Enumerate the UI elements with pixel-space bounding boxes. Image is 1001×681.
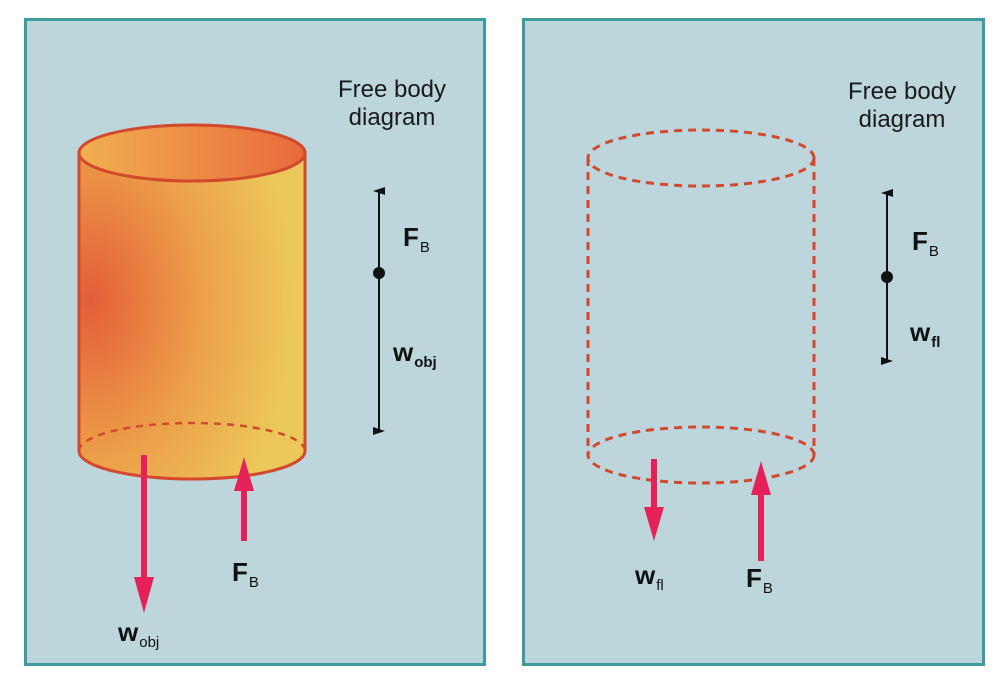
- force-symbol: w: [393, 337, 414, 367]
- buoyant-force-label: FB: [232, 557, 259, 590]
- fbd-title-line1: Free body: [847, 78, 957, 105]
- force-subscript: fl: [931, 334, 941, 351]
- force-symbol: w: [910, 317, 931, 347]
- fbd-title-line2: diagram: [858, 106, 946, 133]
- cylinder-body: [77, 151, 307, 481]
- fluid-weight-arrow: [644, 507, 664, 541]
- panel-solid-object: Free body diagram FB wobj FB wobj: [24, 18, 486, 666]
- fbd-force-down-label: wobj: [393, 337, 437, 370]
- buoyant-force-arrow: [234, 457, 254, 491]
- displaced-fluid-diagram: [586, 128, 893, 561]
- force-symbol: F: [912, 226, 928, 256]
- fbd-title-line2: diagram: [348, 104, 436, 131]
- cylinder-top: [77, 123, 307, 183]
- fbd-force-up-label: FB: [912, 226, 939, 259]
- force-subscript: obj: [414, 354, 437, 371]
- fbd-title-line1: Free body: [337, 76, 447, 103]
- force-subscript: obj: [139, 634, 160, 651]
- force-subscript: B: [762, 580, 773, 597]
- fluid-cylinder-outline: [586, 128, 816, 485]
- force-subscript: fl: [656, 577, 664, 594]
- solid-object-diagram: [77, 123, 385, 613]
- fbd-title: Free body diagram: [297, 76, 483, 132]
- force-symbol: F: [403, 222, 419, 252]
- force-subscript: B: [928, 243, 939, 260]
- buoyant-force-label: FB: [746, 563, 773, 596]
- force-symbol: w: [635, 560, 656, 590]
- panel-displaced-fluid: Free body diagram FB wfl FB wfl: [522, 18, 985, 666]
- weight-arrow: [134, 577, 154, 613]
- fbd-force-up-label: FB: [403, 222, 430, 255]
- fbd-force-down-label: wfl: [910, 317, 940, 350]
- force-symbol: F: [746, 563, 762, 593]
- fbd-point: [373, 267, 385, 279]
- force-subscript: B: [419, 239, 430, 256]
- fbd-title: Free body diagram: [807, 78, 982, 134]
- buoyant-force-arrow: [751, 461, 771, 495]
- fbd-point: [881, 271, 893, 283]
- force-symbol: F: [232, 557, 248, 587]
- force-subscript: B: [248, 574, 259, 591]
- fluid-weight-label: wfl: [635, 560, 664, 593]
- force-symbol: w: [118, 617, 139, 647]
- weight-label: wobj: [118, 617, 159, 650]
- cylinder-bottom-hidden-edge: [77, 421, 307, 452]
